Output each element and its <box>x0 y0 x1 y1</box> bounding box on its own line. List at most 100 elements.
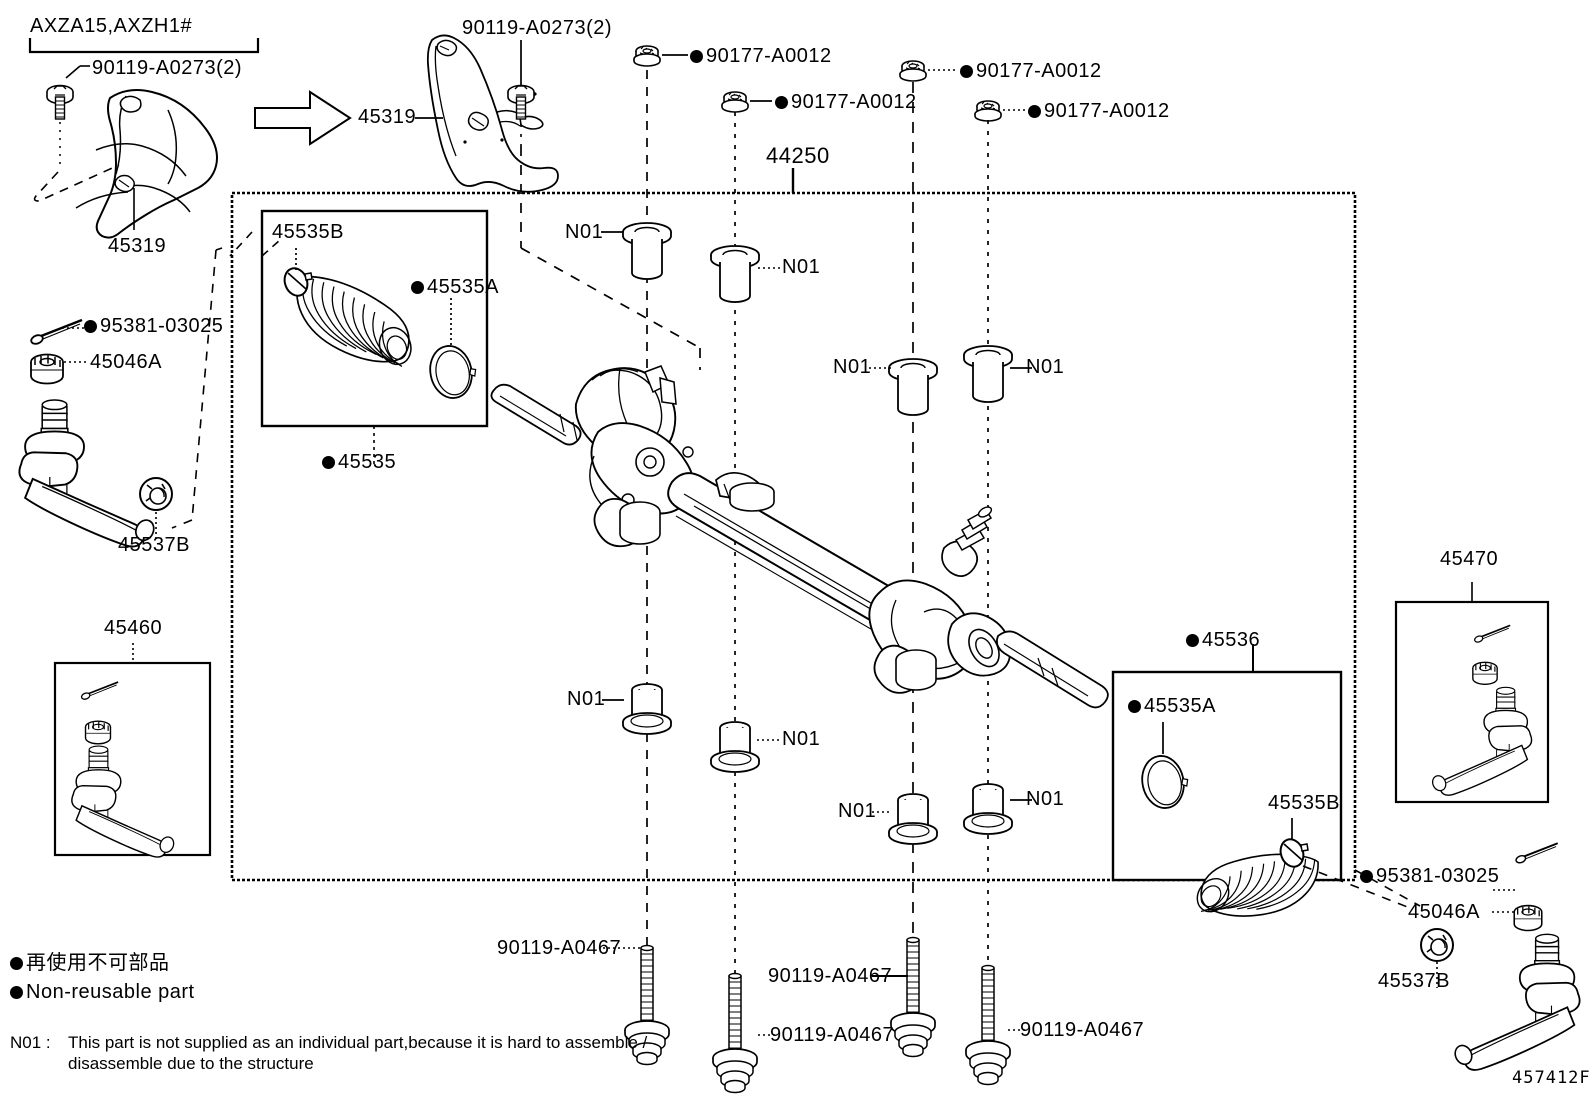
legend-nonreusable-en: Non-reusable part <box>10 982 195 1002</box>
bracket-right-label: 45319 <box>358 106 417 128</box>
boot-clamp-large-left-label: 45535A <box>411 277 499 297</box>
model-group-bracket <box>28 38 260 54</box>
dash-bracket-left <box>33 164 120 202</box>
nonreusable-dot-icon <box>775 96 788 109</box>
nonreusable-dot-icon <box>1360 870 1373 883</box>
nonreusable-dot-icon <box>322 456 335 469</box>
cotter-pin-right-text: 95381-03025 <box>1376 865 1500 887</box>
nut-2-art <box>721 91 749 113</box>
boot-clamp-large-right-label: 45535A <box>1128 696 1216 716</box>
n01-bushing-bottom-3 <box>888 793 938 845</box>
castle-nut-left-inset-art <box>84 720 112 745</box>
nut-2-text: 90177-A0012 <box>791 91 917 113</box>
legend-n01-note-line2: disassemble due to the structure <box>68 1054 314 1073</box>
tie-rod-nut-right-label: 45537B <box>1378 970 1450 992</box>
nut-1-label: 90177-A0012 <box>690 46 832 66</box>
nonreusable-dot-icon <box>10 986 23 999</box>
bracket-cover-right-art <box>426 34 559 193</box>
nonreusable-dot-icon <box>84 320 97 333</box>
cotter-pin-left-art <box>28 318 84 347</box>
steering-rack-assembly-art <box>490 365 1109 709</box>
nut-4-art <box>974 100 1002 122</box>
boot-right-text: 45536 <box>1202 629 1261 651</box>
nut-3-art <box>899 60 927 82</box>
nonreusable-dot-icon <box>10 957 23 970</box>
legend-n01-note-line1: This part is not supplied as an individu… <box>68 1033 648 1052</box>
nut-1-art <box>633 45 661 67</box>
nut-4-label: 90177-A0012 <box>1028 101 1170 121</box>
n01-bottom-2-label: N01 <box>782 728 821 750</box>
tie-rod-nut-left-label: 45537B <box>118 534 190 556</box>
nut-3-label: 90177-A0012 <box>960 61 1102 81</box>
tie-rod-end-right-art <box>1452 934 1580 1070</box>
nonreusable-dot-icon <box>1128 700 1141 713</box>
cotter-pin-right-art <box>1514 842 1559 866</box>
tie-rod-nut-right-art <box>1420 928 1454 962</box>
bracket-bolt-right-art <box>507 84 535 120</box>
boot-left-text: 45535 <box>338 451 397 473</box>
legend-n01-prefix: N01 : <box>10 1033 51 1052</box>
boot-clamp-small-right-label: 45535B <box>1268 792 1340 814</box>
leader-bolt-left <box>65 65 81 79</box>
n01-top-3-label: N01 <box>833 356 872 378</box>
dash-boot-left-loc <box>191 249 217 521</box>
nonreusable-dot-icon <box>960 65 973 78</box>
nonreusable-dot-icon <box>1186 634 1199 647</box>
transfer-arrow <box>254 90 352 146</box>
nonreusable-dot-icon <box>1028 105 1041 118</box>
n01-bushing-bottom-1 <box>622 683 672 735</box>
mount-bolt-4-art <box>965 964 1011 1086</box>
boot-clamp-large-left-text: 45535A <box>427 276 499 298</box>
mount-bolt-3-art <box>890 936 936 1058</box>
n01-bottom-3-label: N01 <box>838 800 877 822</box>
mount-bolt-4-label: 90119-A0467 <box>1020 1019 1145 1041</box>
mount-bolt-2-art <box>712 972 758 1094</box>
tie-rod-end-left-art <box>18 399 159 548</box>
n01-bushing-top-3 <box>888 358 938 416</box>
cotter-pin-left-label: 95381-03025 <box>84 316 223 336</box>
cotter-pin-left-text: 95381-03025 <box>100 315 224 337</box>
castle-nut-left-art <box>30 353 64 385</box>
tie-rod-nut-left-art <box>139 477 173 511</box>
castle-nut-left-label: 45046A <box>90 351 162 373</box>
n01-top-1-label: N01 <box>565 221 604 243</box>
cotter-pin-right-label: 95381-03025 <box>1360 866 1499 886</box>
mount-bolt-1-label: 90119-A0467 <box>497 937 622 959</box>
nut-2-label: 90177-A0012 <box>775 92 917 112</box>
n01-bushing-top-2 <box>710 245 760 303</box>
nut-3-text: 90177-A0012 <box>976 60 1102 82</box>
n01-bushing-top-4 <box>963 345 1013 403</box>
n01-top-4-label: N01 <box>1026 356 1065 378</box>
boot-right-label: 45536 <box>1186 630 1260 650</box>
n01-bottom-4-label: N01 <box>1026 788 1065 810</box>
nut-4-text: 90177-A0012 <box>1044 100 1170 122</box>
n01-bushing-top-1 <box>622 222 672 280</box>
nut-1-text: 90177-A0012 <box>706 45 832 67</box>
legend-nonreusable-jp-text: 再使用不可部品 <box>26 950 170 974</box>
boot-clamp-small-left-label: 45535B <box>272 221 344 243</box>
n01-top-2-label: N01 <box>782 256 821 278</box>
mount-bolt-2-label: 90119-A0467 <box>770 1024 895 1046</box>
boot-left-label: 45535 <box>322 452 396 472</box>
nonreusable-dot-icon <box>411 281 424 294</box>
main-assembly-label: 44250 <box>766 143 830 168</box>
model-group-label: AXZA15,AXZH1# <box>30 15 193 37</box>
tie-rod-left-inset-frame <box>53 661 212 857</box>
castle-nut-right-art <box>1513 904 1543 932</box>
dash-boot-right-loc <box>1302 865 1411 909</box>
bracket-bolt-left-label: 90119-A0273(2) <box>92 57 243 79</box>
tie-rod-end-left-label: 45460 <box>104 617 163 639</box>
n01-bushing-bottom-4 <box>963 783 1013 835</box>
diagram-code: 457412F <box>1512 1068 1591 1088</box>
bracket-bolt-left-art <box>46 84 74 120</box>
legend-nonreusable-en-text: Non-reusable part <box>26 981 195 1003</box>
castle-nut-right-inset-art <box>1472 661 1498 686</box>
n01-bottom-1-label: N01 <box>567 688 606 710</box>
nonreusable-dot-icon <box>690 50 703 63</box>
bracket-bolt-right-label: 90119-A0273(2) <box>462 17 613 39</box>
legend-nonreusable-jp: 再使用不可部品 <box>10 952 170 973</box>
castle-nut-right-label: 45046A <box>1408 901 1480 923</box>
tie-rod-end-right-label: 45470 <box>1440 548 1499 570</box>
